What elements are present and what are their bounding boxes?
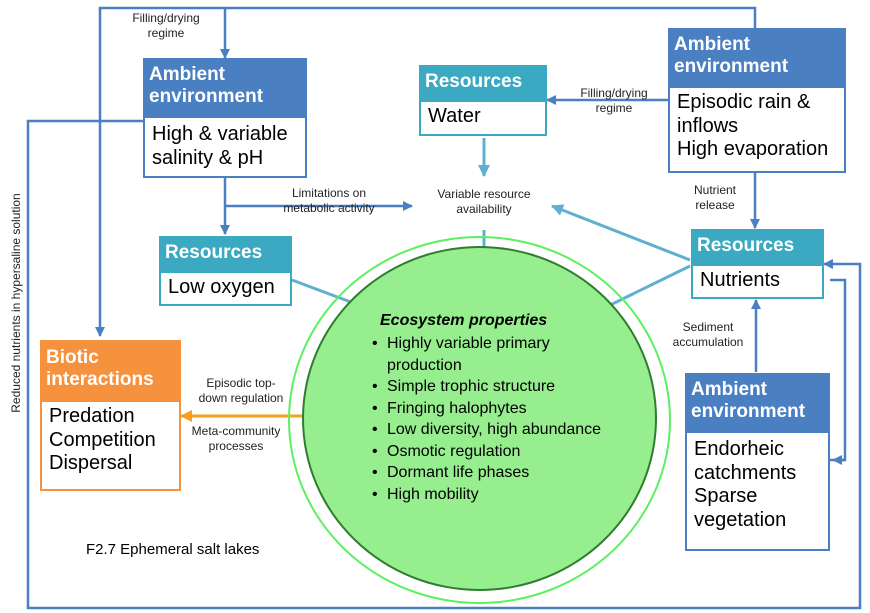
- box-body-line: Dispersal: [49, 452, 133, 475]
- reduced-nutrients-label: Reduced nutrients in hypersaline solutio…: [9, 193, 23, 413]
- ambient-environment-bottom-right-box: Ambient environment Endorheic catchments…: [685, 373, 830, 551]
- ecosystem-outer-ring: [288, 236, 671, 604]
- label-line: Filling/drying: [132, 11, 200, 25]
- resources-low-oxygen-box: Resources Low oxygen: [159, 236, 292, 306]
- label-line: Sediment: [682, 320, 734, 334]
- label-line: Episodic top-: [206, 376, 276, 390]
- label-line: Variable resource: [437, 187, 531, 201]
- box-body: Nutrients: [691, 266, 824, 299]
- box-header: Resources: [159, 236, 292, 273]
- box-header: Ambient environment: [685, 373, 830, 433]
- box-body: Episodic rain & inflows High evaporation: [668, 88, 846, 173]
- ecosystem-property-item: Low diversity, high abundance: [370, 419, 610, 441]
- label-line: processes: [208, 439, 264, 453]
- filling-drying-label-right: Filling/drying regime: [564, 86, 664, 116]
- reduced-nutrients-loop: [26, 119, 862, 610]
- box-header: Resources: [691, 229, 824, 266]
- ecosystem-property-list: Highly variable primary production Simpl…: [370, 333, 610, 505]
- label-line: release: [695, 198, 735, 212]
- variable-resource-label: Variable resource availability: [417, 187, 551, 217]
- box-header: Ambient environment: [668, 28, 846, 88]
- box-body-line: Endorheic: [694, 438, 785, 460]
- box-header-line: interactions: [46, 368, 154, 390]
- label-line: Nutrient: [693, 183, 737, 197]
- box-header: Biotic interactions: [40, 340, 181, 402]
- label-line: down regulation: [198, 391, 284, 405]
- label-line: regime: [595, 101, 633, 115]
- label-line: availability: [456, 202, 512, 216]
- box-body-line: catchments: [694, 461, 797, 484]
- ambient-environment-top-left-box: Ambient environment High & variable sali…: [143, 58, 307, 178]
- box-header: Resources: [419, 65, 547, 102]
- box-body-line: Water: [428, 105, 481, 127]
- box-header-line: Biotic: [46, 347, 99, 368]
- box-body-line: Low oxygen: [168, 276, 275, 298]
- label-line: Meta-community: [191, 424, 281, 438]
- resources-water-box: Resources Water: [419, 65, 547, 136]
- label-line: regime: [147, 26, 185, 40]
- box-body-line: inflows: [677, 114, 739, 137]
- box-body-line: Competition: [49, 428, 156, 451]
- box-body-line: High & variable: [152, 123, 288, 145]
- nutrients-to-variable-arrow: [551, 204, 691, 262]
- label-line: accumulation: [672, 335, 744, 349]
- filling-drying-label-left: Filling/drying regime: [116, 11, 216, 41]
- label-line: metabolic activity: [283, 201, 375, 215]
- box-body-line: salinity & pH: [152, 146, 264, 169]
- nutrient-release-label: Nutrient release: [683, 183, 747, 213]
- label-line: Limitations on: [291, 186, 367, 200]
- ecosystem-property-item: Highly variable primary production: [370, 333, 610, 376]
- meta-community-label: Meta-community processes: [178, 424, 294, 454]
- limitations-label: Limitations on metabolic activity: [262, 186, 396, 216]
- ecosystem-title: Ecosystem properties: [380, 312, 548, 329]
- ecosystem-property-item: Dormant life phases: [370, 462, 610, 484]
- ecosystem-property-item: High mobility: [370, 484, 610, 506]
- box-header: Ambient environment: [143, 58, 307, 118]
- box-body: Low oxygen: [159, 273, 292, 306]
- box-body-line: High evaporation: [677, 138, 829, 161]
- ambient-environment-top-right-box: Ambient environment Episodic rain & infl…: [668, 28, 846, 173]
- resources-nutrients-box: Resources Nutrients: [691, 229, 824, 299]
- endorheic-to-nutrients-loop: [830, 278, 847, 462]
- box-body: Water: [419, 102, 547, 136]
- biotic-interactions-box: Biotic interactions Predation Competitio…: [40, 340, 181, 491]
- figure-caption: F2.7 Ephemeral salt lakes: [86, 541, 260, 558]
- box-body: High & variable salinity & pH: [143, 118, 307, 178]
- box-body-line: Episodic rain &: [677, 91, 811, 113]
- box-body-line: Sparse: [694, 485, 758, 508]
- ecosystem-property-item: Simple trophic structure: [370, 376, 610, 398]
- label-line: Filling/drying: [580, 86, 648, 100]
- sediment-accumulation-label: Sediment accumulation: [663, 320, 753, 350]
- box-body-line: Predation: [49, 405, 135, 427]
- box-body: Predation Competition Dispersal: [40, 402, 181, 491]
- ecosystem-property-item: Osmotic regulation: [370, 441, 610, 463]
- box-body: Endorheic catchments Sparse vegetation: [685, 433, 830, 551]
- ecosystem-property-item: Fringing halophytes: [370, 398, 610, 420]
- box-body-line: vegetation: [694, 508, 787, 531]
- episodic-topdown-label: Episodic top- down regulation: [183, 376, 299, 406]
- box-body-line: Nutrients: [700, 269, 781, 291]
